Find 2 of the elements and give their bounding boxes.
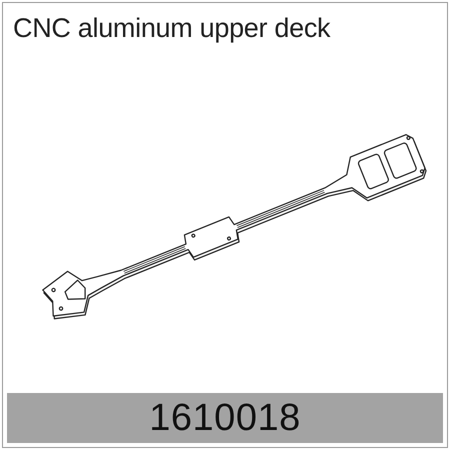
part-number: 1610018 — [149, 396, 301, 440]
product-title: CNC aluminum upper deck — [13, 13, 330, 44]
